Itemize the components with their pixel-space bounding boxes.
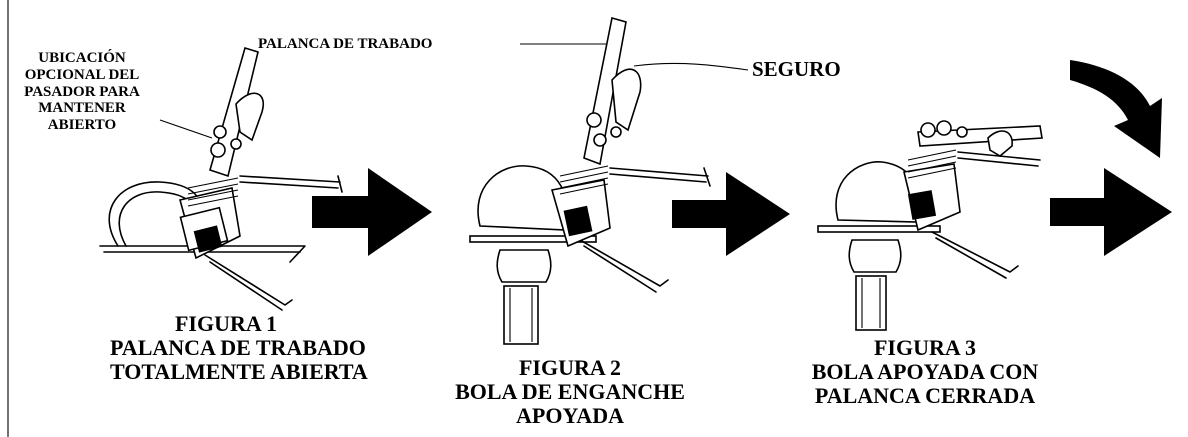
ubicacion-callout: UBICACIÓN OPCIONAL DEL PASADOR PARA MANT… xyxy=(18,50,146,134)
sequence-arrow-2 xyxy=(672,172,790,256)
figure-3-drawing xyxy=(817,120,1043,331)
figure-1-title: FIGURA 1 xyxy=(174,311,278,336)
figure-2-drawing xyxy=(469,16,749,345)
palanca-callout: PALANCA DE TRABADO xyxy=(258,36,433,52)
figure-1-caption-line-1: PALANCA DE TRABADO xyxy=(110,334,366,360)
sequence-arrow-1 xyxy=(312,168,432,256)
figure-3-caption-line-2: PALANCA CERRADA xyxy=(814,382,1036,408)
seguro-callout: SEGURO xyxy=(752,57,841,81)
figure-2-title: FIGURA 2 xyxy=(518,355,622,380)
figure-1-drawing xyxy=(99,46,343,311)
sequence-arrow-3 xyxy=(1050,168,1172,256)
ubicacion-line-3: PASADOR PARA xyxy=(24,83,140,100)
curved-rotation-arrow xyxy=(1070,60,1162,158)
figure-2-caption-line-1: BOLA DE ENGANCHE xyxy=(455,378,685,404)
figure-3-caption-line-1: BOLA APOYADA CON xyxy=(811,358,1039,384)
ubicacion-line-2: OPCIONAL DEL xyxy=(24,66,140,83)
figure-2-caption-line-2: APOYADA xyxy=(516,402,624,428)
figure-3-caption: FIGURA 3 BOLA APOYADA CON PALANCA CERRAD… xyxy=(810,336,1040,407)
figure-3-title: FIGURA 3 xyxy=(873,335,977,360)
ubicacion-line-5: ABIERTO xyxy=(47,117,117,134)
figure-2-caption: FIGURA 2 BOLA DE ENGANCHE APOYADA xyxy=(454,356,686,427)
ubicacion-line-1: UBICACIÓN xyxy=(38,50,126,66)
ubicacion-line-4: MANTENER xyxy=(38,100,126,117)
figure-1-caption-line-2: TOTALMENTE ABIERTA xyxy=(110,358,368,384)
figure-1-caption: FIGURA 1 PALANCA DE TRABADO TOTALMENTE A… xyxy=(110,311,368,384)
